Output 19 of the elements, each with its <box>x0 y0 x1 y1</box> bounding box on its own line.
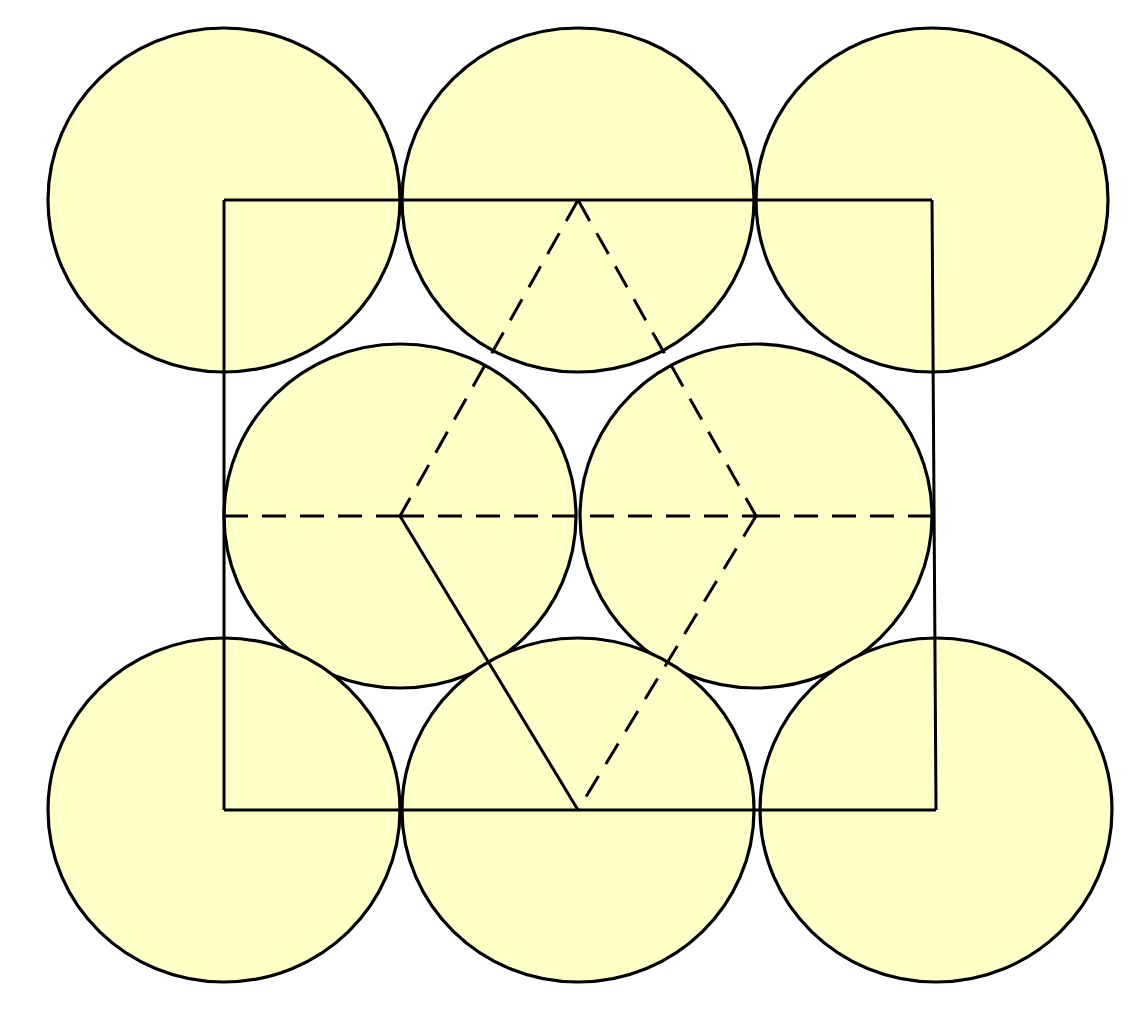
line <box>400 514 756 518</box>
circle <box>754 26 1110 374</box>
circle <box>46 26 402 374</box>
line <box>398 515 580 811</box>
line <box>578 198 932 202</box>
line <box>930 200 938 810</box>
circle <box>578 342 934 690</box>
circle <box>758 636 1114 984</box>
circle <box>400 636 756 984</box>
circle <box>400 26 756 374</box>
line <box>224 808 578 812</box>
circle <box>222 342 578 690</box>
circle <box>46 636 402 984</box>
line <box>576 515 758 811</box>
line <box>578 808 936 812</box>
line <box>576 199 758 517</box>
line <box>398 199 580 517</box>
line <box>224 198 578 202</box>
line <box>222 200 226 810</box>
